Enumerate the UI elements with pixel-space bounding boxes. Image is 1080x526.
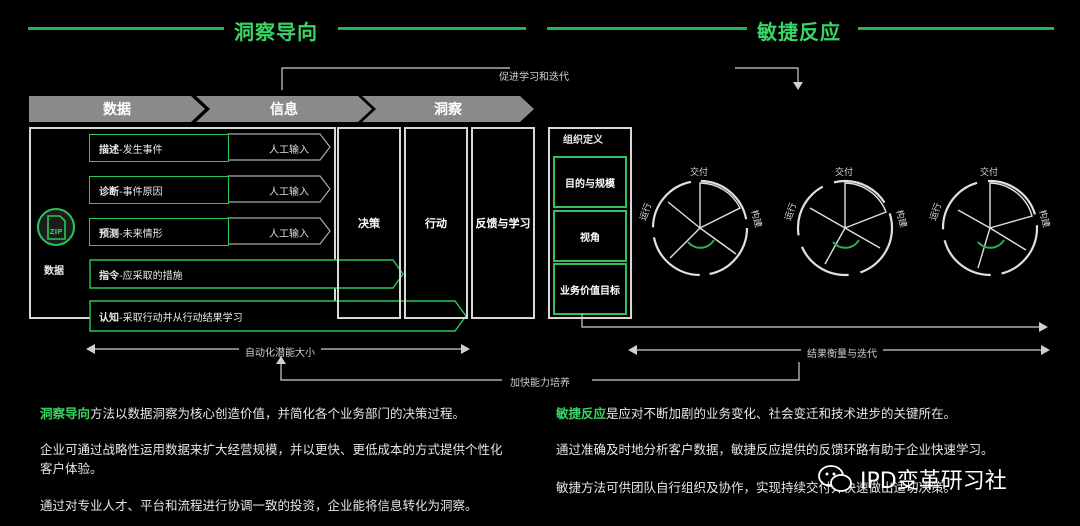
left-paragraph-3: 通过对专业人才、平台和流程进行协调一致的投资，企业能将信息转化为洞察。 (40, 498, 478, 513)
insight-title-line-left (28, 27, 224, 30)
cycle-2 (796, 179, 894, 277)
svg-text:ZIP: ZIP (50, 228, 63, 236)
right-paragraph-3: 敏捷方法可供团队自行组织及协作，实现持续交付并快速做出适切决策。 (556, 480, 957, 495)
cycle1-top-label: 交付 (690, 168, 709, 178)
row-cognitive-bold: 认知 (99, 312, 119, 324)
automation-label: 自动化潜能大小 (239, 344, 321, 359)
row-predict-right: 人工输入 (269, 228, 309, 240)
org-output-arrow (581, 314, 1048, 332)
org-title: 组织定义 (563, 135, 603, 146)
org-panel (548, 127, 632, 319)
agile-title-line-left (547, 27, 747, 30)
right-p1-highlight: 敏捷反应 (556, 406, 607, 421)
row-cognitive: 认知-采取行动并从行动结果学习 (89, 302, 464, 330)
row-predict: 预测-未来情形 人工输入 (89, 218, 329, 246)
left-p1-highlight: 洞察导向 (40, 406, 91, 421)
capability-label: 加快能力培养 (510, 378, 570, 389)
row-diagnose-rest: -事件原因 (119, 186, 163, 198)
agile-section-title: 敏捷反应 (757, 20, 841, 44)
row-describe-bold: 描述 (99, 144, 119, 156)
row-predict-rest: -未来情形 (119, 228, 163, 240)
org-item-purpose: 目的与规模 (553, 156, 627, 208)
insight-section-title: 洞察导向 (234, 20, 318, 44)
watermark-text: IPD变革研习社 (860, 469, 1007, 494)
learning-loop-label: 促进学习和迭代 (499, 72, 569, 83)
learning-loop-arrow (281, 67, 803, 90)
column-action: 行动 (404, 127, 468, 319)
data-label: 数据 (44, 266, 64, 277)
stage-insight-tab: 洞察 (362, 96, 534, 122)
row-diagnose: 诊断-事件原因 人工输入 (89, 176, 329, 204)
capability-loop-arrow (276, 356, 800, 381)
org-item-perspective: 视角 (553, 210, 627, 262)
row-predict-bold: 预测 (99, 228, 119, 240)
agile-cycles (651, 179, 1039, 277)
left-paragraph-1: 洞察导向方法以数据洞察为核心创造价值，并简化各个业务部门的决策过程。 (40, 404, 520, 423)
watermark: IPD变革研习社 (818, 463, 1007, 495)
row-prescribe-bold: 指令 (99, 270, 119, 282)
right-paragraph-1: 敏捷反应是应对不断加剧的业务变化、社会变迁和技术进步的关键所在。 (556, 404, 1056, 423)
cycle-3 (941, 179, 1039, 277)
row-prescribe-rest: -应采取的措施 (119, 270, 183, 282)
left-paragraph-2: 企业可通过战略性运用数据来扩大经营规模，并以更快、更低成本的方式提供个性化客户体… (40, 442, 503, 476)
right-paragraph-2: 通过准确及时地分析客户数据，敏捷反应提供的反馈环路有助于企业快速学习。 (556, 442, 994, 457)
row-diagnose-bold: 诊断 (99, 186, 119, 198)
result-label: 结果衡量与迭代 (801, 345, 883, 360)
insight-title-line-right (338, 27, 526, 30)
cycle3-top-label: 交付 (980, 168, 999, 178)
row-describe-right: 人工输入 (269, 144, 309, 156)
row-prescribe: 指令-应采取的措施 (89, 260, 399, 288)
cycle2-top-label: 交付 (835, 168, 854, 178)
zip-file-icon: ZIP (37, 208, 75, 246)
left-p1-rest: 方法以数据洞察为核心创造价值，并简化各个业务部门的决策过程。 (90, 406, 466, 421)
right-p1-rest: 是应对不断加剧的业务变化、社会变迁和技术进步的关键所在。 (606, 406, 957, 421)
column-feedback: 反馈与学习 (471, 127, 535, 319)
row-describe: 描述-发生事件 人工输入 (89, 134, 329, 162)
org-item-value-goal: 业务价值目标 (553, 263, 627, 315)
column-decision: 决策 (337, 127, 401, 319)
row-describe-rest: -发生事件 (119, 144, 163, 156)
cycle-1 (651, 179, 749, 277)
stage-info-tab: 信息 (196, 96, 372, 122)
stage-data-tab: 数据 (29, 96, 205, 122)
row-cognitive-rest: -采取行动并从行动结果学习 (119, 312, 243, 324)
agile-title-line-right (858, 27, 1054, 30)
row-diagnose-right: 人工输入 (269, 186, 309, 198)
wechat-icon (818, 465, 852, 492)
